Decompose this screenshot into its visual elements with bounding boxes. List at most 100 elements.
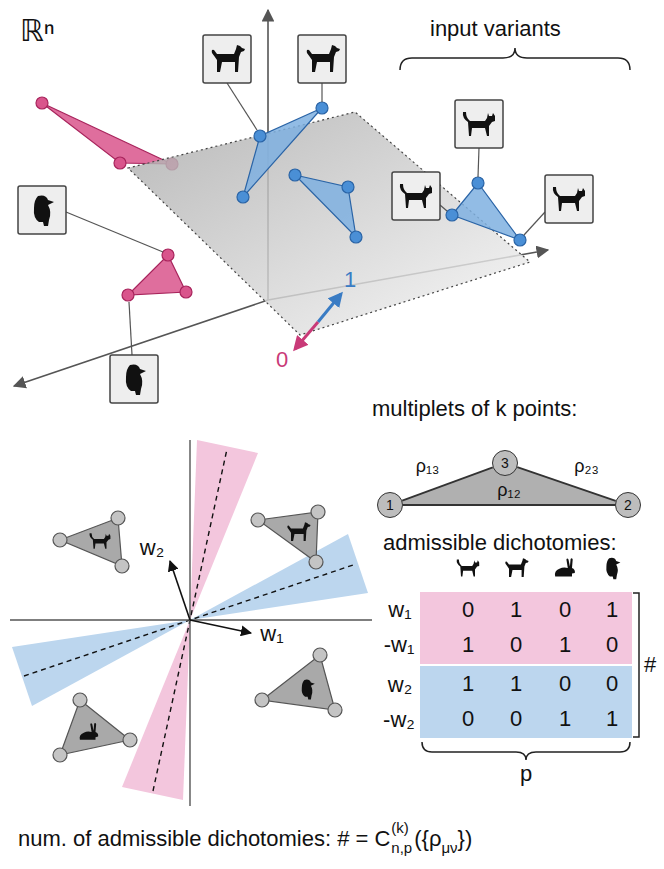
image-boxes: [18, 186, 66, 234]
table-cell: 0: [510, 706, 522, 731]
class-triangles: [251, 513, 265, 527]
formula: (k): [391, 819, 409, 836]
class-triangles: [53, 505, 342, 762]
class-label: 0: [276, 347, 288, 372]
row-label: -w₁: [384, 632, 415, 657]
count-symbol: p: [520, 761, 532, 786]
blue-multiplets: [316, 102, 328, 114]
p-brace: [422, 742, 630, 760]
brace: [400, 48, 630, 70]
image-boxes: [110, 355, 158, 403]
image-boxes: [400, 184, 432, 208]
pink-multiplets: [162, 249, 174, 261]
correlation-label: ρ₁₂: [497, 480, 520, 501]
weight-vectors: [190, 620, 251, 633]
image-boxes: [298, 35, 346, 83]
axes-3d: [14, 10, 548, 386]
image-boxes: [455, 100, 503, 148]
row-label: w₁: [388, 597, 411, 622]
axes-2d: [189, 440, 190, 806]
class-triangles: [309, 555, 323, 569]
table-cell: 1: [462, 671, 474, 696]
point-circle: 1: [377, 492, 403, 518]
class-icons: [287, 522, 310, 541]
row-label: w₂: [388, 672, 412, 697]
space-label: ℝⁿ: [20, 14, 55, 49]
formula: n,p: [391, 839, 412, 856]
table-cell: 0: [559, 597, 571, 622]
point-index: 3: [501, 455, 509, 471]
pink-multiplets: [180, 286, 192, 298]
label-vector: [318, 294, 341, 322]
wedges: [190, 534, 368, 620]
point-circle: 2: [615, 492, 641, 518]
blue-multiplets: [452, 183, 520, 240]
image-boxes: [18, 35, 593, 403]
image-boxes: [126, 365, 146, 396]
formula: ({ρ: [414, 826, 441, 851]
label-vector: [295, 294, 341, 349]
annotation: admissible dichotomies:: [383, 530, 617, 555]
pink-bright-points: [36, 97, 48, 109]
blue-multiplets: [472, 177, 484, 189]
class-triangles: [53, 533, 67, 547]
table-cell: 1: [510, 671, 522, 696]
pink-multiplets: [42, 103, 172, 164]
leader-lines: [321, 83, 322, 102]
class-triangles: [53, 748, 67, 762]
class-triangles: [111, 511, 125, 525]
table-cell: 0: [462, 706, 474, 731]
table-cell: 1: [559, 632, 571, 657]
blue-multiplets: [295, 175, 356, 237]
leader-lines: [524, 212, 545, 235]
table-cell: 1: [510, 597, 522, 622]
formula: num. of admissible dichotomies: # = C: [18, 826, 390, 851]
class-triangles: [115, 559, 129, 573]
class-triangles: [262, 655, 335, 710]
table-header-icons: [505, 558, 528, 577]
table-cell: 1: [606, 597, 618, 622]
blue-multiplets: [237, 191, 249, 203]
axes-2d: [10, 440, 372, 806]
class-triangles: [60, 518, 122, 566]
annotation: multiplets of k points:: [372, 396, 577, 421]
image-boxes: [463, 112, 495, 136]
table-header-icons: [606, 558, 620, 579]
count-symbol: #: [644, 652, 656, 677]
leader-lines: [440, 205, 447, 211]
vector-label: w₁: [260, 621, 283, 646]
image-boxes: [545, 175, 593, 223]
image-boxes: [545, 175, 593, 223]
leader-lines: [227, 83, 257, 130]
class-icons: [90, 533, 111, 549]
blue-multiplets: [289, 169, 301, 181]
table-cell: 0: [510, 632, 522, 657]
class-triangles: [255, 693, 269, 707]
blue-multiplets: [446, 209, 458, 221]
leader-lines: [66, 212, 163, 252]
image-boxes: [110, 355, 158, 403]
image-boxes: [203, 35, 251, 83]
image-boxes: [203, 35, 251, 83]
wedges: [12, 620, 190, 706]
correlation-label: ρ₂₃: [574, 456, 599, 477]
class-icons: [80, 522, 315, 740]
class-triangles: [258, 512, 318, 562]
weight-vectors: [170, 561, 251, 633]
leader-lines: [478, 148, 479, 177]
class-triangles: [328, 703, 342, 717]
table-cell: 0: [559, 671, 571, 696]
image-boxes: [212, 45, 245, 72]
point-circle: 3: [492, 450, 518, 476]
image-boxes: [553, 187, 585, 211]
class-label: 1: [344, 267, 356, 292]
formula: }): [458, 826, 473, 851]
class-triangles: [311, 505, 325, 519]
image-boxes: [455, 100, 503, 148]
pink-bright-points: [122, 289, 134, 301]
leader-lines: [66, 83, 545, 355]
blue-multiplets: [254, 130, 266, 142]
